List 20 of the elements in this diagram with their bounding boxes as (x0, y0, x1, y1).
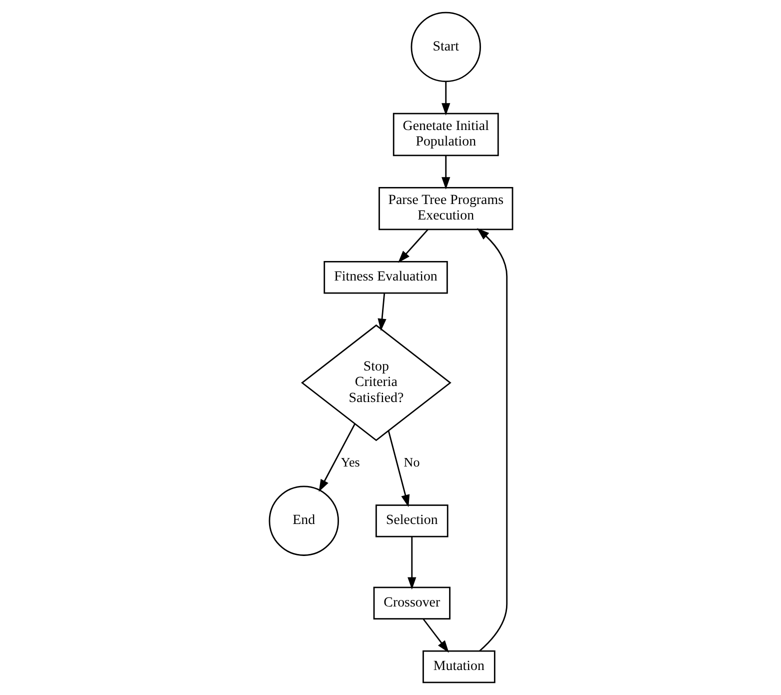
node-box: Parse Tree Programs Execution (378, 186, 513, 230)
node-box: Mutation (422, 650, 495, 684)
node-box: Genetate Initial Population (392, 112, 498, 156)
node-box: Fitness Evaluation (323, 261, 448, 294)
arrow (422, 618, 448, 653)
arrow (476, 228, 508, 652)
node-circle: End (268, 486, 338, 556)
node-box: Selection (375, 504, 448, 538)
arrow (387, 430, 410, 508)
arrow (397, 229, 428, 263)
edge-label: Yes (340, 454, 360, 470)
node-diamond: Stop Criteria Satisfied? (300, 324, 451, 442)
arrow (441, 82, 450, 116)
node-circle: Start (410, 12, 480, 82)
arrow (377, 293, 386, 332)
node-box: Crossover (372, 586, 450, 620)
edge-label: No (403, 454, 420, 470)
arrow (318, 423, 356, 492)
arrow (441, 156, 450, 190)
arrow (407, 536, 416, 590)
